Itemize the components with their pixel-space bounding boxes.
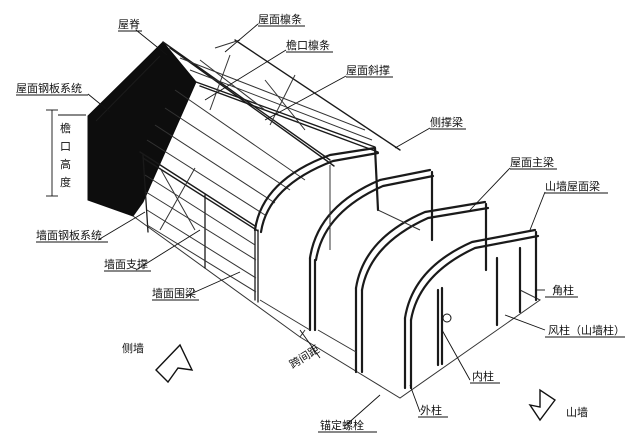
label-roof-steel-panel-system: 屋面钢板系统 (16, 81, 82, 95)
label-wall-bracing: 墙面支撑 (104, 257, 148, 271)
label-side-brace-beam: 侧撑梁 (430, 115, 463, 129)
roof-bracing-x (199, 54, 306, 131)
label-inner-column: 内柱 (472, 369, 494, 383)
label-roof-main-beam: 屋面主梁 (510, 155, 554, 169)
label-wall-girt: 墙面围梁 (152, 286, 196, 300)
label-gable-roof-beam: 山墙屋面梁 (545, 179, 600, 193)
label-eave-height: 檐 口 高 度 (60, 121, 71, 189)
label-side-wall: 侧墙 (122, 341, 144, 355)
label-anchor-bolt: 锚定螺栓 (320, 418, 364, 432)
portal-frames (253, 146, 540, 390)
gable-wall-lines (259, 165, 421, 353)
roof-steel-panel (87, 41, 197, 217)
label-wall-steel-panel-system: 墙面钢板系统 (36, 228, 102, 242)
gable-wall-arrow-icon (528, 388, 557, 422)
label-roof-bracing: 屋面斜撑 (346, 63, 390, 77)
svg-text:高: 高 (60, 157, 71, 171)
svg-text:檐: 檐 (60, 121, 71, 135)
label-corner-column: 角柱 (552, 283, 574, 297)
wall-girts (144, 167, 257, 293)
svg-text:度: 度 (60, 175, 71, 189)
svg-text:口: 口 (60, 140, 71, 153)
label-eave-purlin: 檐口檩条 (286, 38, 330, 52)
side-wall-arrow-icon (155, 343, 194, 384)
label-outer-column: 外柱 (420, 403, 442, 417)
anchor-bolt-marker (442, 313, 452, 323)
label-roof-ridge: 屋脊 (118, 17, 140, 31)
eave-height-bracket (46, 109, 86, 197)
label-bay-spacing: 跨间距 (287, 343, 322, 372)
label-wind-column: 风柱（山墙柱） (548, 323, 625, 337)
leader-lines (87, 23, 546, 427)
roof-longitudinal-members (139, 39, 401, 232)
side-wall-frame (142, 154, 259, 303)
label-roof-purlin: 屋面檩条 (258, 12, 302, 26)
label-gable-wall: 山墙 (566, 405, 588, 419)
